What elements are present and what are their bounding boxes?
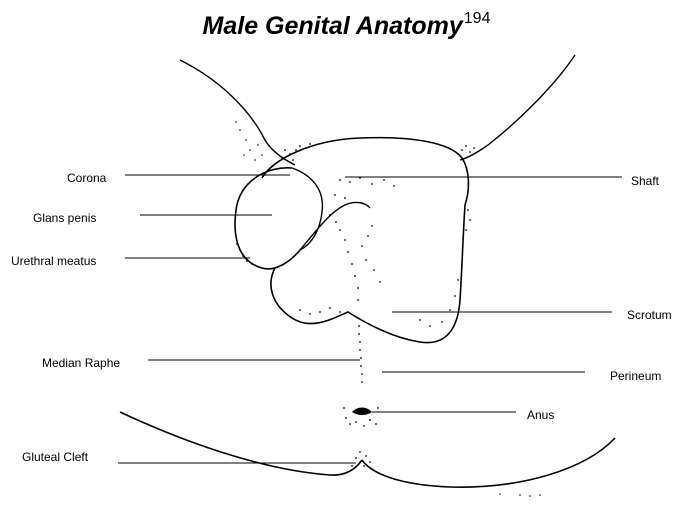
label-perineum: Perineum [610,369,661,383]
left-thigh-outline [180,60,295,165]
label-corona: Corona [67,171,106,185]
label-median-raphe: Median Raphe [42,356,120,370]
scrotum-outline [271,205,465,343]
glans-outline [235,168,300,269]
right-buttock-outline [362,438,615,487]
thigh-shading [235,121,475,161]
label-shaft: Shaft [631,174,659,188]
corona-ridge [292,168,322,250]
label-anus: Anus [527,408,554,422]
median-raphe-line [357,317,363,383]
anus-mark [343,407,379,427]
left-buttock-outline [120,412,362,475]
label-gluteal-cleft: Gluteal Cleft [22,450,88,464]
label-urethral-meatus: Urethral meatus [11,254,96,268]
label-scrotum: Scrotum [627,308,672,322]
foreskin-fold [300,202,370,250]
label-glans-penis: Glans penis [33,211,96,225]
right-thigh-outline [460,55,575,160]
shaft-outline [262,138,468,205]
